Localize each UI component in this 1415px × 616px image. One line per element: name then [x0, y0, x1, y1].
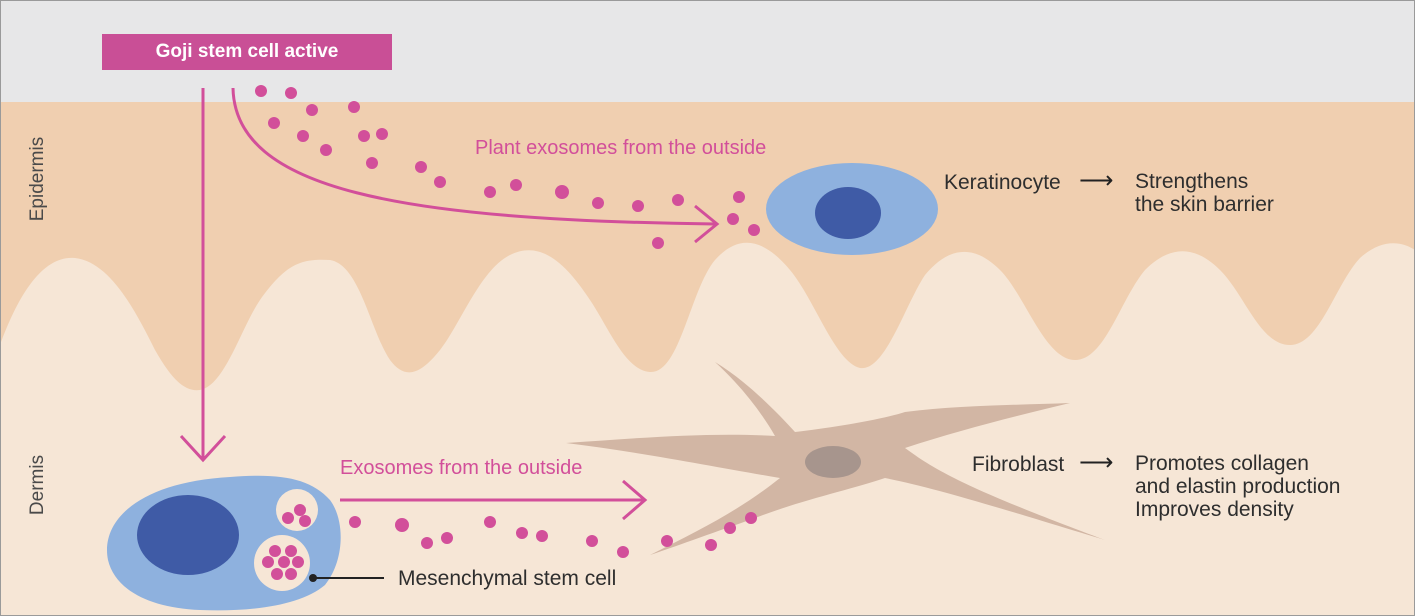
- fibroblast-effect-line1: Promotes collagen: [1135, 452, 1340, 475]
- fibroblast-effect-line2: and elastin production: [1135, 475, 1340, 498]
- keratinocyte-label: Keratinocyte: [944, 170, 1061, 195]
- fibroblast-nucleus: [805, 446, 861, 478]
- dermis-label: Dermis: [27, 415, 49, 555]
- keratinocyte-arrow-icon: ⟶: [1079, 166, 1113, 195]
- msc-nucleus: [137, 495, 239, 575]
- fibroblast-arrow-icon: ⟶: [1079, 448, 1113, 477]
- fibroblast-effect-line3: Improves density: [1135, 498, 1340, 521]
- keratinocyte-effect-line2: the skin barrier: [1135, 193, 1274, 216]
- plant-exosomes-label: Plant exosomes from the outside: [475, 136, 766, 161]
- msc-label: Mesenchymal stem cell: [398, 566, 616, 591]
- keratinocyte-effect-line1: Strengthens: [1135, 170, 1274, 193]
- source-label: Goji stem cell active: [102, 34, 392, 70]
- fibroblast-effect: Promotes collagen and elastin production…: [1135, 452, 1340, 521]
- epidermis-label: Epidermis: [27, 109, 49, 249]
- keratinocyte-effect: Strengthens the skin barrier: [1135, 170, 1274, 216]
- exosomes-label: Exosomes from the outside: [340, 456, 582, 481]
- fibroblast-label: Fibroblast: [972, 452, 1064, 477]
- keratinocyte-nucleus: [815, 187, 881, 239]
